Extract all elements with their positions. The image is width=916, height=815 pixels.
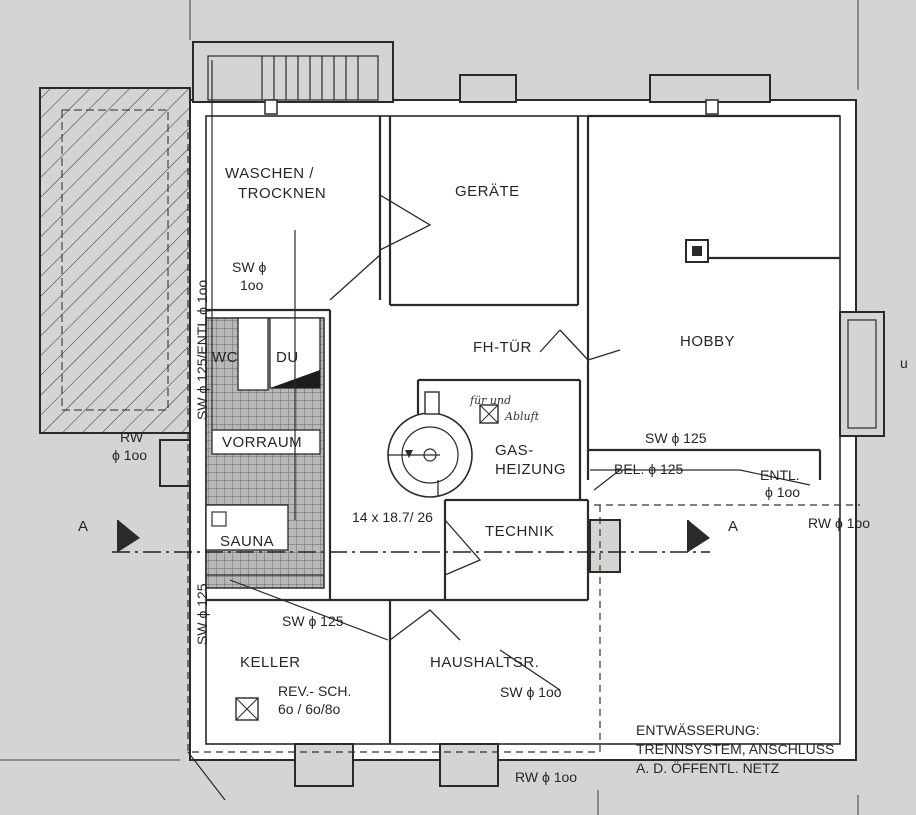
label-vorraum: VORRAUM — [222, 434, 302, 451]
stair-hatch-top — [261, 56, 359, 100]
label-sw-100-waschen-value: 1oo — [240, 277, 264, 293]
label-rev-sch: REV.- SCH. — [278, 683, 351, 699]
label-geraete: GERÄTE — [455, 183, 520, 200]
legend-line-1: ENTWÄSSERUNG: — [636, 722, 760, 738]
door-swings — [329, 194, 621, 691]
label-haushaltsr: HAUSHALTSR. — [430, 654, 539, 671]
label-waschen: WASCHEN / — [225, 165, 314, 182]
label-keller: KELLER — [240, 654, 301, 671]
label-section-a-left: A — [78, 518, 89, 535]
label-bel-125: BEL. ϕ 125 — [614, 461, 684, 477]
label-sw-100-haushalt: SW ϕ 1oo — [500, 684, 562, 700]
label-sauna: SAUNA — [220, 533, 274, 550]
label-stair-dimensions: 14 x 18.7/ 26 — [352, 509, 433, 525]
building-outline — [159, 41, 885, 787]
label-sw-entl-vertical: SW ϕ 125/ENTL.ϕ 1oo — [194, 280, 210, 420]
revision-shaft-symbol — [235, 697, 259, 721]
label-rw-left: RW — [120, 429, 144, 445]
label-rw-right: RW ϕ 1oo — [808, 515, 870, 531]
heating-unit — [424, 239, 709, 424]
spiral-stair — [387, 412, 473, 498]
drainage-lines — [187, 60, 860, 801]
label-gas: GAS- — [495, 442, 534, 459]
sheet-grid-lines — [0, 0, 859, 815]
label-entl-value: ϕ 1oo — [765, 484, 800, 500]
label-rw-left-value: ϕ 1oo — [112, 447, 147, 463]
label-hobby: HOBBY — [680, 333, 735, 350]
label-trocknen: TROCKNEN — [238, 185, 326, 202]
handwritten-note-line1: für und — [469, 394, 511, 407]
label-heizung: HEIZUNG — [495, 461, 566, 478]
handwritten-note-line2: Abluft — [504, 410, 540, 423]
section-line-a-a — [112, 520, 710, 553]
label-sw-125-hobby: SW ϕ 125 — [645, 430, 707, 446]
hatched-terrace — [39, 87, 191, 434]
label-rev-dims: 6o / 6o/8o — [278, 701, 340, 717]
sauna-bath-tiles — [205, 317, 325, 589]
legend-line-3: A. D. ÖFFENTL. NETZ — [636, 759, 780, 776]
label-wc: WC — [212, 349, 238, 366]
label-du: DU — [276, 349, 299, 366]
label-sw-125-vertical: SW ϕ 125 — [194, 583, 210, 645]
label-technik: TECHNIK — [485, 523, 554, 540]
label-entl: ENTL. — [760, 467, 800, 483]
label-margin-mark: u — [900, 355, 908, 371]
legend-line-2: TRENNSYSTEM, ANSCHLUSS — [636, 741, 834, 757]
label-rw-bottom: RW ϕ 1oo — [515, 769, 577, 785]
label-sw-125-keller: SW ϕ 125 — [282, 613, 344, 629]
label-sw-100-waschen: SW ϕ — [232, 259, 266, 275]
label-fh-tuer: FH-TÜR — [473, 338, 532, 356]
label-section-a-right: A — [728, 518, 739, 535]
